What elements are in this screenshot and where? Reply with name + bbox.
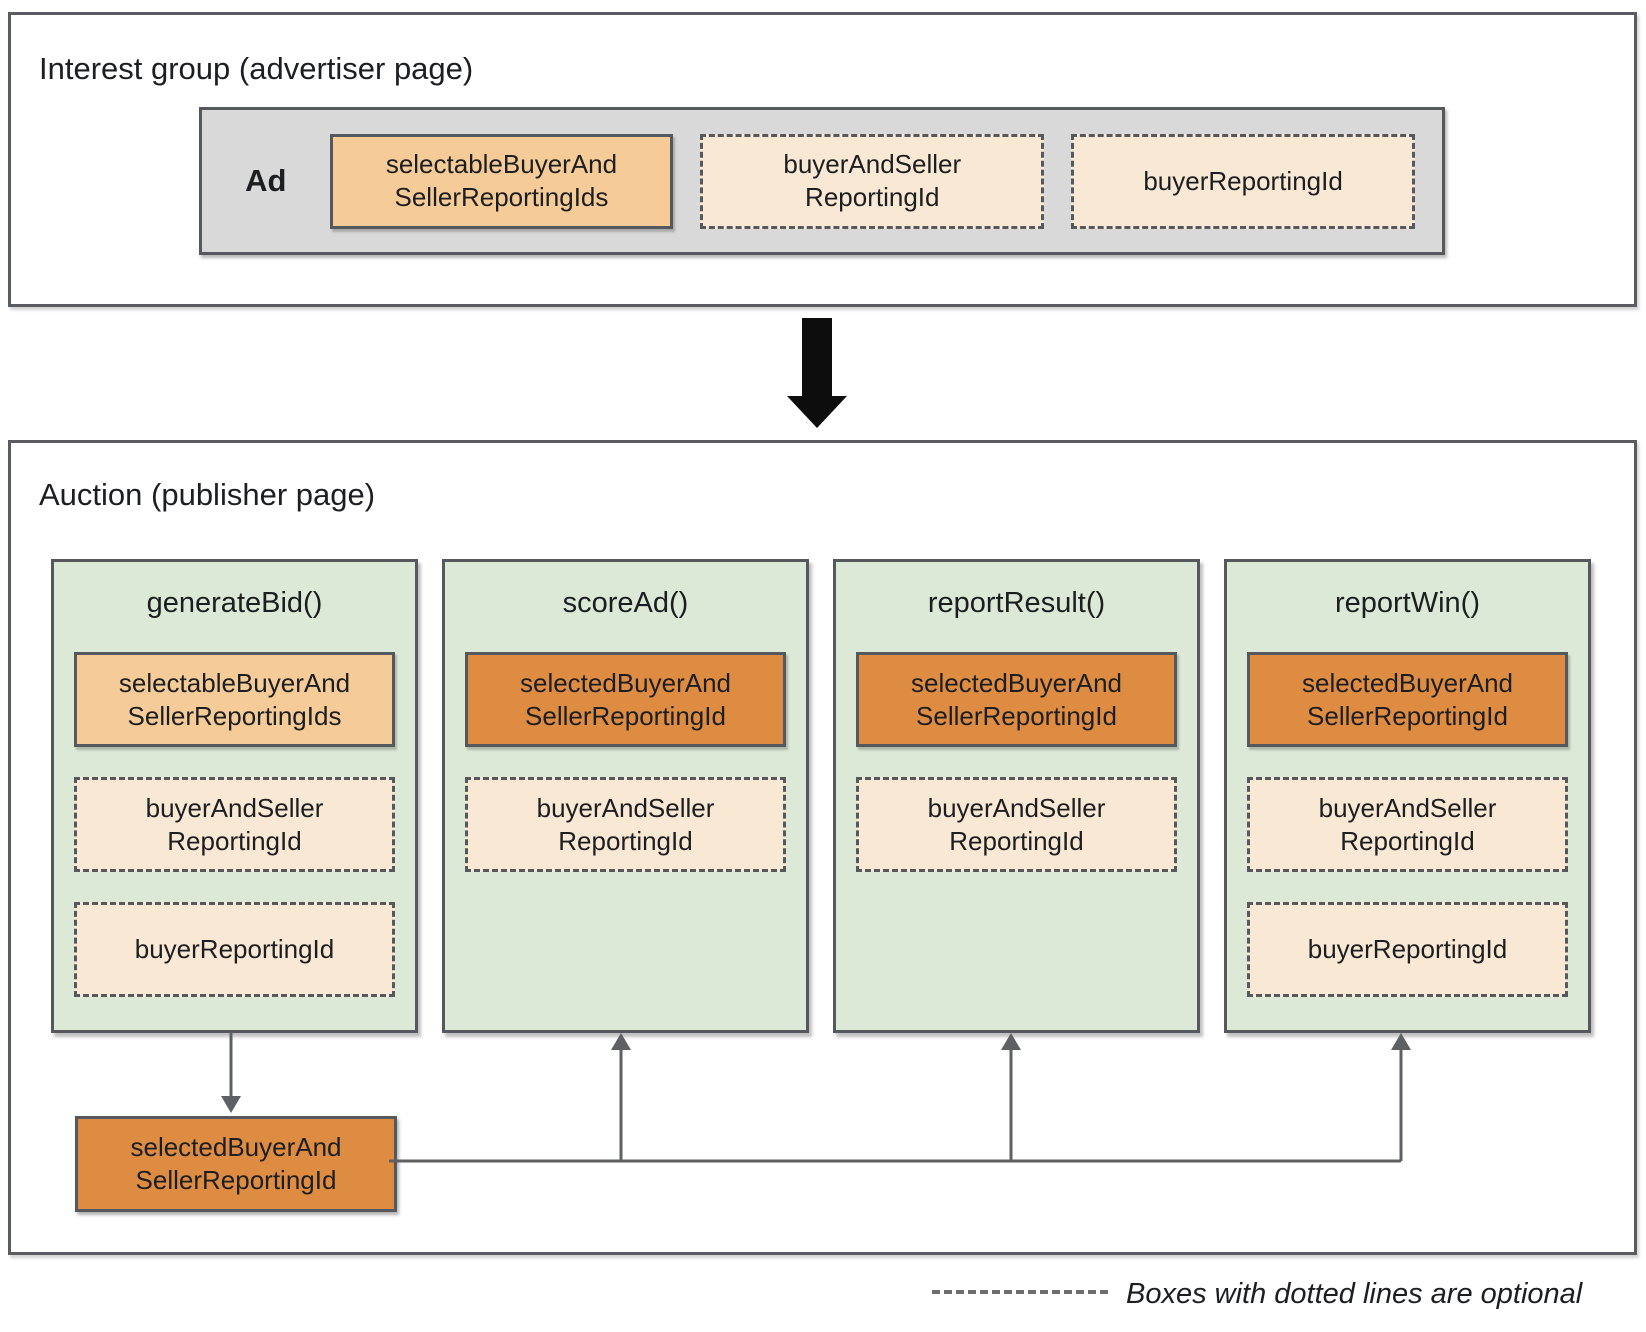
generatebid-selectable-ids-box: selectableBuyerAnd SellerReportingIds [74, 652, 395, 747]
column-reportresult: reportResult() selectedBuyerAnd SellerRe… [833, 559, 1200, 1033]
reportwin-buyer-and-seller-id-box: buyerAndSeller ReportingId [1247, 777, 1568, 872]
auction-title: Auction (publisher page) [39, 477, 376, 512]
scoread-buyer-and-seller-id-box: buyerAndSeller ReportingId [465, 777, 786, 872]
selected-id-output-box: selectedBuyerAnd SellerReportingId [75, 1116, 397, 1212]
flow-down-arrow-shaft [802, 318, 832, 396]
reportwin-buyer-reporting-id-box: buyerReportingId [1247, 902, 1568, 997]
scoread-selected-id-box: selectedBuyerAnd SellerReportingId [465, 652, 786, 747]
column-reportresult-header: reportResult() [927, 587, 1106, 619]
reportresult-buyer-and-seller-id-box: buyerAndSeller ReportingId [856, 777, 1177, 872]
auction-panel: Auction (publisher page) generateBid() s… [8, 440, 1637, 1255]
legend-text: Boxes with dotted lines are optional [1126, 1278, 1583, 1310]
column-scoread: scoreAd() selectedBuyerAnd SellerReporti… [442, 559, 809, 1033]
reportwin-selected-id-box: selectedBuyerAnd SellerReportingId [1247, 652, 1568, 747]
ad-container: Ad selectableBuyerAnd SellerReportingIds… [199, 107, 1445, 255]
ig-buyer-and-seller-reporting-id-box: buyerAndSeller ReportingId [700, 133, 1045, 229]
column-generatebid: generateBid() selectableBuyerAnd SellerR… [51, 559, 418, 1033]
generatebid-buyer-reporting-id-box: buyerReportingId [74, 902, 395, 997]
reportresult-selected-id-box: selectedBuyerAnd SellerReportingId [856, 652, 1177, 747]
column-reportwin: reportWin() selectedBuyerAnd SellerRepor… [1224, 559, 1591, 1033]
generatebid-buyer-and-seller-id-box: buyerAndSeller ReportingId [74, 777, 395, 872]
ig-buyer-reporting-id-box: buyerReportingId [1071, 133, 1415, 229]
interest-group-panel: Interest group (advertiser page) Ad sele… [8, 12, 1637, 307]
interest-group-title: Interest group (advertiser page) [39, 51, 474, 86]
flow-down-arrow-icon [787, 318, 847, 428]
auction-columns: generateBid() selectableBuyerAnd SellerR… [51, 559, 1591, 1033]
ig-selectable-buyer-and-seller-reporting-ids-box: selectableBuyerAnd SellerReportingIds [329, 133, 674, 229]
legend-dash-line [932, 1290, 1108, 1294]
column-reportwin-header: reportWin() [1334, 587, 1480, 619]
column-scoread-header: scoreAd() [562, 587, 689, 619]
flow-down-arrow-head [787, 396, 847, 428]
ad-label: Ad [245, 163, 287, 198]
column-generatebid-header: generateBid() [146, 587, 323, 619]
